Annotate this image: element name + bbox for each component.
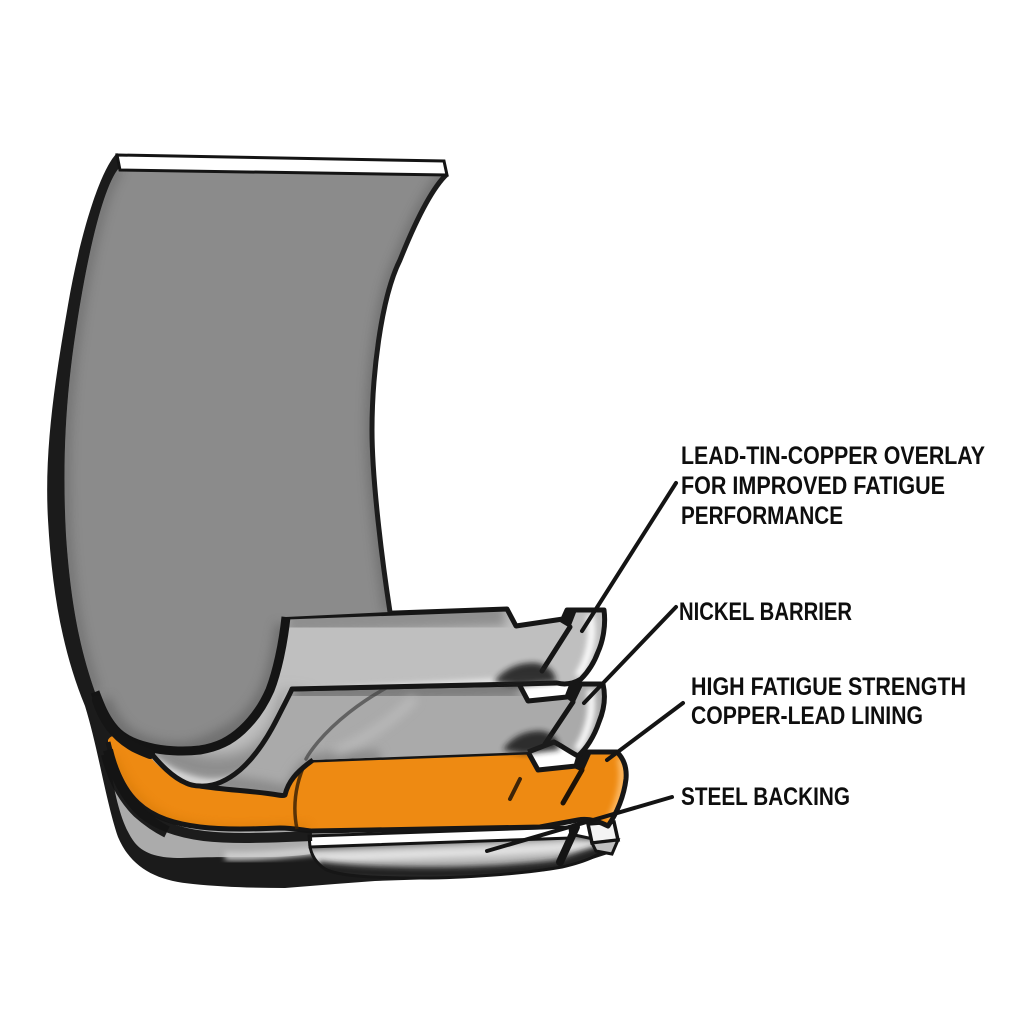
svg-text:STEEL BACKING: STEEL BACKING bbox=[681, 783, 850, 811]
svg-text:LEAD-TIN-COPPER OVERLAY: LEAD-TIN-COPPER OVERLAY bbox=[681, 442, 985, 470]
svg-text:PERFORMANCE: PERFORMANCE bbox=[681, 502, 843, 530]
svg-text:NICKEL BARRIER: NICKEL BARRIER bbox=[679, 598, 852, 626]
svg-text:HIGH FATIGUE STRENGTH: HIGH FATIGUE STRENGTH bbox=[691, 673, 966, 701]
svg-text:COPPER-LEAD LINING: COPPER-LEAD LINING bbox=[691, 702, 923, 730]
svg-text:FOR IMPROVED FATIGUE: FOR IMPROVED FATIGUE bbox=[681, 472, 945, 500]
